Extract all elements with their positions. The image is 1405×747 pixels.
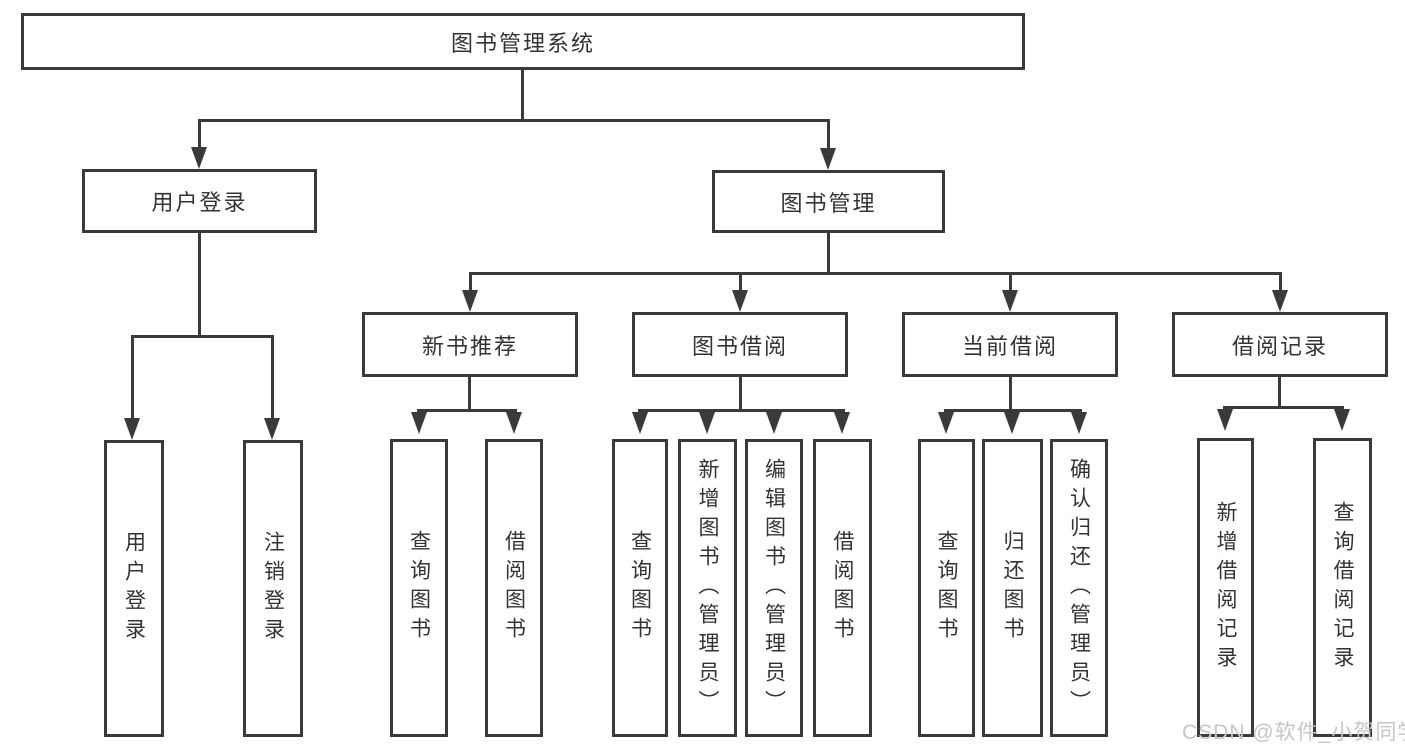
arrow-down-icon <box>124 418 140 440</box>
leaf-bb-query-books: 查询图书 <box>612 439 668 737</box>
leaf-bb-edit-books-label: 编辑图书（管理员） <box>762 457 786 719</box>
connector-new-book-rec-trunk <box>468 377 471 412</box>
arrow-down-icon <box>938 412 954 434</box>
connector-level3-split <box>469 272 1282 275</box>
arrow-down-icon <box>632 412 648 434</box>
leaf-logout-label: 注销登录 <box>261 530 285 647</box>
arrow-down-icon <box>191 147 207 169</box>
node-root: 图书管理系统 <box>21 13 1025 70</box>
connector-drop-leaf-user-login <box>131 335 134 420</box>
leaf-user-login: 用户登录 <box>104 440 164 737</box>
connector-drop-new-book-rec <box>469 272 472 292</box>
node-user-login: 用户登录 <box>82 169 317 233</box>
arrow-down-icon <box>1272 290 1288 312</box>
arrow-down-icon <box>699 412 715 434</box>
leaf-cb-confirm-return-label: 确认归还（管理员） <box>1067 457 1091 719</box>
connector-drop-book-borrowing <box>739 272 742 292</box>
connector-drop-leaf-logout <box>271 335 274 420</box>
leaf-cb-return-books: 归还图书 <box>982 439 1043 737</box>
leaf-bb-query-books-label: 查询图书 <box>628 530 652 646</box>
connector-drop-book-mgmt <box>827 119 830 151</box>
connector-current-borrowing-trunk <box>1009 377 1012 412</box>
connector-book-borrowing-split <box>638 409 845 412</box>
leaf-cb-confirm-return: 确认归还（管理员） <box>1050 439 1108 737</box>
connector-drop-current-borrowing <box>1009 272 1012 292</box>
connector-user-login-trunk <box>198 233 201 335</box>
arrow-down-icon <box>1217 409 1233 431</box>
arrow-down-icon <box>462 290 478 312</box>
arrow-down-icon <box>264 418 280 440</box>
leaf-br-add-record: 新增借阅记录 <box>1197 438 1254 737</box>
arrow-down-icon <box>1004 412 1020 434</box>
node-borrowing-records-label: 借阅记录 <box>1231 333 1328 359</box>
leaf-br-query-record: 查询借阅记录 <box>1313 438 1372 737</box>
arrow-down-icon <box>820 148 836 170</box>
leaf-bb-add-books-label: 新增图书（管理员） <box>696 457 719 719</box>
node-book-borrowing: 图书借阅 <box>632 312 848 377</box>
node-current-borrowing: 当前借阅 <box>902 312 1118 377</box>
connector-book-mgmt-trunk <box>827 233 830 274</box>
leaf-user-login-label: 用户登录 <box>122 530 146 647</box>
watermark: CSDN @软件_小贺同学 <box>1182 721 1405 744</box>
leaf-rec-query-books: 查询图书 <box>390 439 448 737</box>
arrow-down-icon <box>1334 409 1350 431</box>
arrow-down-icon <box>506 412 522 434</box>
leaf-cb-query-books-label: 查询图书 <box>935 530 958 646</box>
leaf-rec-query-books-label: 查询图书 <box>407 530 431 646</box>
connector-new-book-rec-split <box>417 409 517 412</box>
node-current-borrowing-label: 当前借阅 <box>961 333 1058 359</box>
connector-drop-user-login <box>198 119 201 150</box>
leaf-bb-borrow-books-label: 借阅图书 <box>831 530 854 646</box>
node-user-login-label: 用户登录 <box>151 190 248 215</box>
connector-borrowing-records-trunk <box>1278 377 1281 409</box>
leaf-logout: 注销登录 <box>243 440 303 737</box>
node-book-borrowing-label: 图书借阅 <box>691 333 788 359</box>
arrow-down-icon <box>1002 290 1018 312</box>
arrow-down-icon <box>732 290 748 312</box>
node-borrowing-records: 借阅记录 <box>1172 312 1388 377</box>
connector-current-borrowing-split <box>944 409 1082 412</box>
leaf-br-add-record-label: 新增借阅记录 <box>1214 500 1237 675</box>
arrow-down-icon <box>766 412 782 434</box>
leaf-bb-borrow-books: 借阅图书 <box>813 439 872 737</box>
arrow-down-icon <box>1071 412 1087 434</box>
leaf-rec-borrow-books-label: 借阅图书 <box>502 530 526 646</box>
arrow-down-icon <box>834 412 850 434</box>
connector-book-borrowing-trunk <box>739 377 742 412</box>
node-book-management: 图书管理 <box>712 170 945 233</box>
connector-user-login-split <box>131 335 274 338</box>
node-book-management-label: 图书管理 <box>780 190 877 216</box>
connector-root-trunk <box>521 69 524 121</box>
node-new-book-recommend: 新书推荐 <box>362 312 578 377</box>
leaf-bb-add-books: 新增图书（管理员） <box>678 439 737 737</box>
leaf-cb-query-books: 查询图书 <box>918 439 975 737</box>
node-new-book-recommend-label: 新书推荐 <box>421 333 518 359</box>
leaf-rec-borrow-books: 借阅图书 <box>485 439 543 737</box>
leaf-cb-return-books-label: 归还图书 <box>1001 530 1024 646</box>
leaf-br-query-record-label: 查询借阅记录 <box>1331 500 1354 675</box>
connector-level2-split <box>198 119 830 122</box>
arrow-down-icon <box>411 412 427 434</box>
connector-drop-borrowing-records <box>1279 272 1282 292</box>
connector-borrowing-records-split <box>1223 406 1344 409</box>
leaf-bb-edit-books: 编辑图书（管理员） <box>745 439 803 737</box>
node-root-label: 图书管理系统 <box>450 30 595 56</box>
